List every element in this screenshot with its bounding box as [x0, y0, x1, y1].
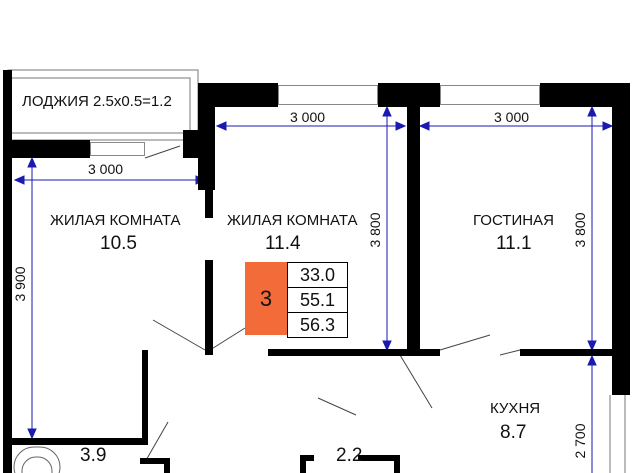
wall — [300, 455, 306, 473]
room-name: ЖИЛАЯ КОМНАТА — [50, 212, 181, 229]
dimension-label: 2 700 — [572, 423, 588, 459]
wall — [198, 83, 278, 107]
wall-left — [3, 70, 12, 473]
dimension-label: 3 000 — [88, 161, 124, 177]
window — [278, 85, 378, 105]
room-area: 3.9 — [80, 445, 107, 466]
room-area: 10.5 — [100, 233, 137, 254]
total-area-with-loggia: 56.3 — [299, 315, 336, 335]
wall — [3, 140, 90, 158]
wall — [394, 455, 400, 473]
wall — [378, 83, 440, 107]
wall — [268, 349, 440, 356]
room-area: 8.7 — [500, 422, 527, 443]
wall — [358, 455, 400, 461]
wall — [12, 438, 148, 445]
room-area: 11.4 — [265, 233, 301, 254]
dimension-label: 3 000 — [494, 109, 530, 125]
room-area: 11.1 — [496, 233, 532, 254]
area-summary-table: 33.0 55.1 56.3 — [287, 262, 348, 338]
wall — [300, 455, 314, 461]
wall — [164, 458, 170, 473]
dimension-label: 3 800 — [572, 212, 588, 248]
total-area: 55.1 — [288, 288, 347, 313]
dimension-label: 3 800 — [367, 212, 383, 248]
wall — [142, 350, 148, 445]
room-name: КУХНЯ — [490, 400, 541, 417]
loggia-label: ЛОДЖИЯ 2.5x0.5=1.2 — [22, 93, 172, 110]
living-area: 33.0 — [288, 263, 347, 288]
wall — [520, 349, 612, 356]
wall — [205, 158, 213, 218]
dimension-label: 3 000 — [290, 109, 326, 125]
room-name: ГОСТИНАЯ — [473, 212, 554, 229]
wall — [407, 107, 420, 350]
room-name: ЖИЛАЯ КОМНАТА — [227, 212, 358, 229]
wall — [140, 458, 170, 464]
room-area: 2.2 — [336, 445, 363, 466]
loggia-window — [90, 142, 145, 156]
rooms-count-badge: 3 — [245, 262, 287, 335]
dimension-label: 3 900 — [12, 266, 28, 302]
wall — [205, 260, 213, 355]
window — [440, 85, 540, 105]
wall-right — [612, 83, 630, 395]
